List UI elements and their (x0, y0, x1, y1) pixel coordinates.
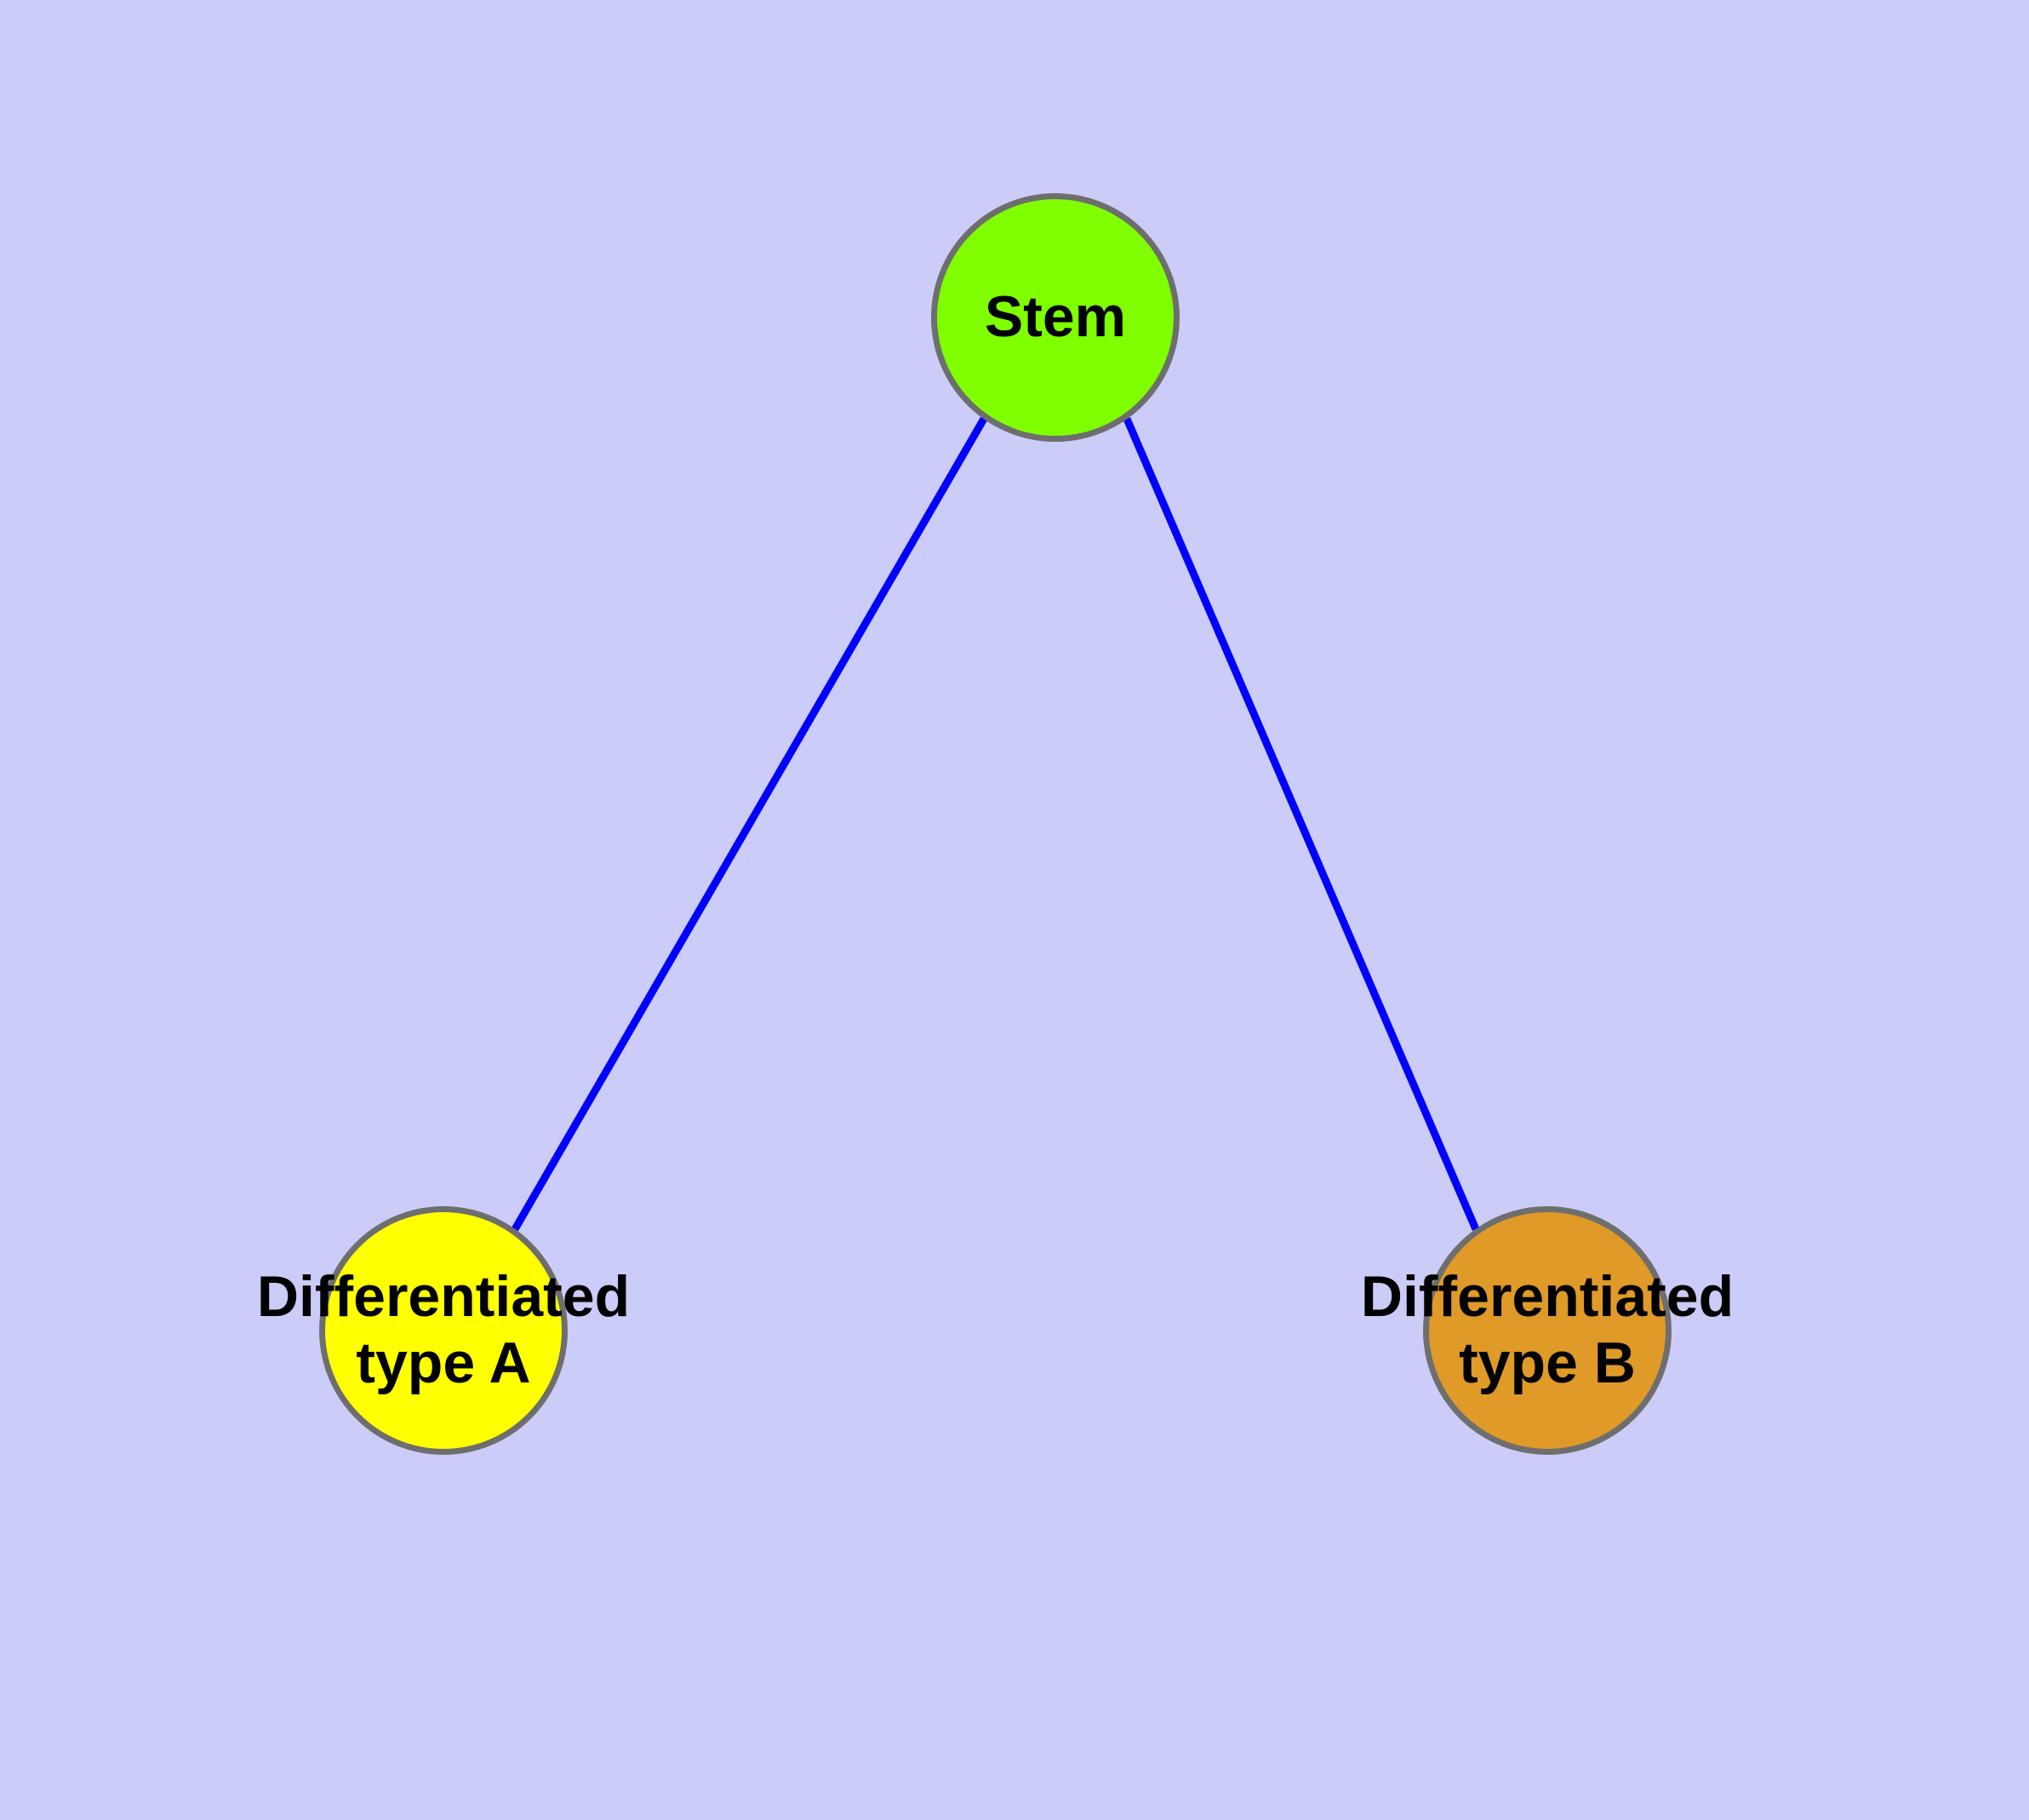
node-differentiated-type-a[interactable] (319, 1206, 568, 1455)
edge-stem-to-diff-b[interactable] (1123, 417, 1480, 1231)
node-stem[interactable] (931, 193, 1180, 442)
edge-stem-to-diff-a[interactable] (512, 416, 987, 1232)
node-differentiated-type-b[interactable] (1423, 1206, 1672, 1455)
